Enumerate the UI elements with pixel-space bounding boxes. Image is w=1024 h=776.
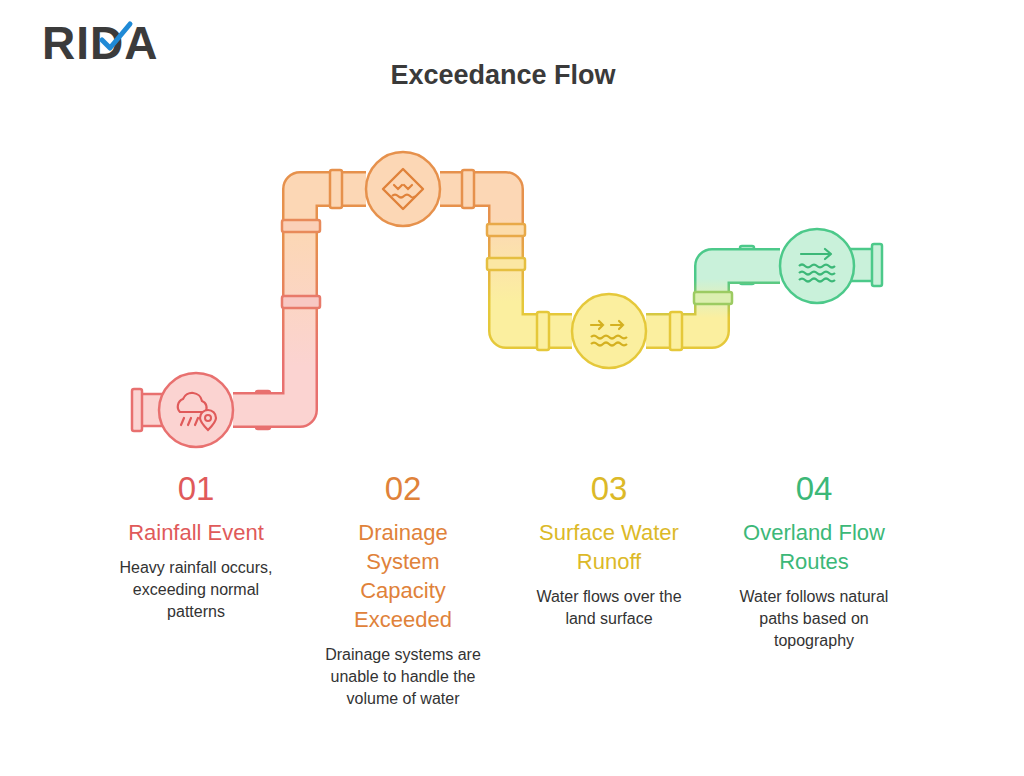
stage-text-column: 01Rainfall EventHeavy rainfall occurs, e… <box>106 470 286 623</box>
step-number: 02 <box>385 470 422 508</box>
stage-description: Heavy rainfall occurs, exceeding normal … <box>116 557 276 623</box>
step-number: 01 <box>178 470 215 508</box>
stage-circle <box>157 371 235 449</box>
stage-node: 04Overland Flow RoutesWater follows natu… <box>778 227 856 305</box>
stage-circle <box>778 227 856 305</box>
stage-description: Water follows natural paths based on top… <box>734 586 894 652</box>
logo-check <box>96 18 136 58</box>
stage-circle <box>364 150 442 228</box>
step-number: 04 <box>796 470 833 508</box>
stage-heading: Drainage System Capacity Exceeded <box>323 518 483 634</box>
pipe-connector <box>440 189 572 331</box>
pipe-joints <box>282 170 732 350</box>
pipe-connector <box>646 266 780 331</box>
stage-heading: Overland Flow Routes <box>734 518 894 576</box>
stage-node: 01Rainfall EventHeavy rainfall occurs, e… <box>157 371 235 449</box>
stage-text-column: 03Surface Water RunoffWater flows over t… <box>519 470 699 630</box>
logo-text: RIDA <box>42 16 158 70</box>
stage-heading: Rainfall Event <box>116 518 276 547</box>
stage-circle <box>570 292 648 370</box>
stage-node: 03Surface Water RunoffWater flows over t… <box>570 292 648 370</box>
stage-description: Drainage systems are unable to handle th… <box>323 644 483 710</box>
step-number: 03 <box>591 470 628 508</box>
stage-heading: Surface Water Runoff <box>529 518 689 576</box>
stage-text-column: 02Drainage System Capacity ExceededDrain… <box>313 470 493 710</box>
pipe-connector <box>233 189 366 410</box>
stage-text-column: 04Overland Flow RoutesWater follows natu… <box>724 470 904 652</box>
stage-description: Water flows over the land surface <box>529 586 689 630</box>
stage-node: 02Drainage System Capacity ExceededDrain… <box>364 150 442 228</box>
